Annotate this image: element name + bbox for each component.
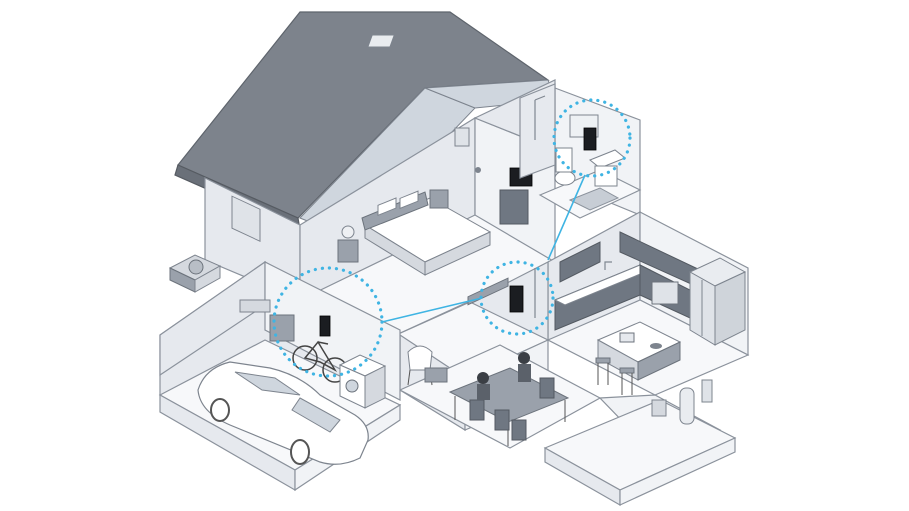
picture-frame-icon [454,127,470,147]
lamp-icon [341,225,355,239]
washer-icon [338,354,387,409]
box-icon [651,399,667,417]
person-icon [477,372,489,384]
dining-room [398,333,602,449]
person-icon [518,364,531,382]
bathroom [473,79,642,219]
ac-unit-icon [168,254,222,293]
refrigerator-icon [688,257,747,346]
dining-chair-icon [469,377,555,441]
bowl-icon [650,343,662,349]
car-icon [197,361,369,465]
skylight-icon [367,34,395,48]
kitchen [546,210,750,396]
router-icon [319,315,331,337]
toilet-icon [554,147,576,186]
garage-node [272,266,384,378]
electrical-panel-icon [701,379,713,403]
router-icon [583,127,597,151]
dresser-icon [499,189,529,225]
laptop-icon [619,332,635,343]
bedroom [298,116,557,342]
bed-icon [361,190,492,276]
basement [543,379,737,507]
person-icon [518,352,530,364]
side-table-icon [424,367,448,383]
mesh-links [381,174,586,323]
water-heater-icon [679,387,695,425]
nightstand-icon [429,189,449,209]
bar-stool-icon [595,357,635,395]
router-icon [509,285,524,313]
mesh-link-garage-living [381,297,483,323]
garage [158,260,402,492]
stove-icon [651,281,679,305]
shower-icon [534,95,546,140]
nightstand-icon [337,239,359,263]
mesh-link-living-bathroom [547,174,586,261]
person-icon [477,384,490,400]
bathroom-node [552,98,632,178]
window-front [231,195,261,242]
workbench-icon [239,299,271,313]
faucet-icon [604,261,612,270]
living-room-node [479,260,555,336]
